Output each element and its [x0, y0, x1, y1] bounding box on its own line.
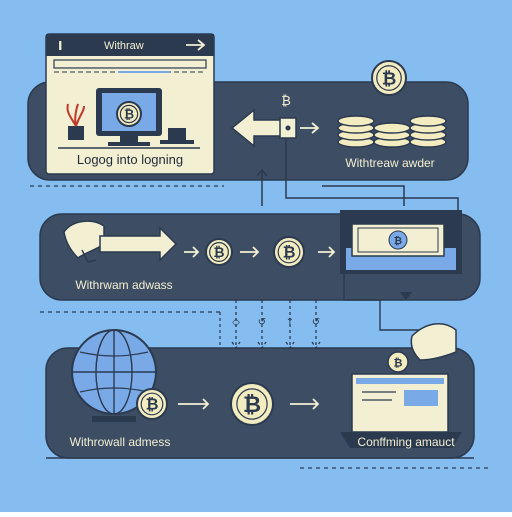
- band3-bitcoin-1-symbol: ₿: [146, 395, 159, 414]
- step-symbol-1: ◇: [232, 317, 240, 328]
- window-title-arrow-icon: [186, 39, 206, 51]
- band3-arrow-1: [178, 398, 210, 410]
- withdraw-amount-label: Withtreaw awder: [345, 156, 434, 170]
- window-close-icon[interactable]: I: [58, 39, 62, 53]
- arrow-tail-dot: [285, 125, 291, 131]
- band2-arrow-1: [184, 246, 200, 258]
- globe-stand: [92, 416, 136, 422]
- band3-bitcoin-1: ₿: [136, 388, 168, 420]
- coin-stack-2-layer: [373, 122, 411, 134]
- monitor-stand: [120, 136, 138, 142]
- window-titlebar: [46, 34, 214, 56]
- band3-bitcoin-2-symbol: ₿: [243, 392, 261, 418]
- connector-band1-down: [285, 138, 459, 212]
- coin-stack-3-layer: [409, 115, 447, 127]
- dropping-coin-symbol: ₿: [394, 357, 403, 370]
- desk-device-icon: [168, 128, 186, 140]
- envelope-base-icon: [340, 432, 462, 448]
- login-label: Logog into logning: [77, 152, 183, 167]
- band2-bitcoin-2-inner: [277, 240, 301, 264]
- document-header: [356, 378, 444, 384]
- coin-stack-1-layer: [337, 115, 375, 127]
- band2-coins: ₿₿: [205, 236, 305, 268]
- band3-bitcoin-2: ₿: [230, 382, 274, 426]
- plant-leaves-icon: [66, 103, 85, 127]
- forward-arrow-icon: [300, 122, 320, 134]
- desk-keyboard-icon: [160, 140, 194, 144]
- confirm-amount-label: Conffming amauct: [357, 435, 455, 449]
- document-box: [404, 390, 438, 406]
- band3-bitcoin-1-inner: [140, 392, 164, 416]
- window-title-text: Withraw: [104, 40, 144, 52]
- pointing-finger-icon: [81, 249, 97, 263]
- top-bitcoin-icon: ₿: [371, 60, 407, 96]
- bitcoin-small-icon: ₿: [281, 94, 291, 109]
- top-bitcoin-icon-inner: [376, 65, 402, 91]
- band2-bitcoin-2-symbol: ₿: [283, 243, 296, 262]
- banknote-inner: [357, 227, 439, 253]
- banknote-bitcoin-icon: ₿: [394, 235, 402, 247]
- banknote-coin: [388, 230, 408, 250]
- big-arrow-icon: [99, 226, 178, 262]
- band2-bitcoin-1-inner: [209, 242, 229, 262]
- band2-arrow-2: [240, 246, 260, 258]
- top-bitcoin-icon-symbol: ₿: [382, 68, 397, 89]
- monitor-base: [108, 142, 150, 146]
- step-symbol-4: ↺: [312, 317, 320, 328]
- connector-mid-right: [343, 266, 420, 331]
- plant-pot-icon: [68, 126, 84, 140]
- pointing-hand-icon: [63, 220, 105, 259]
- hand-coin-icon: [410, 323, 457, 361]
- withdraw-address-label: Withrwam adwass: [75, 278, 172, 292]
- connector-up-arrow: [256, 168, 268, 206]
- band2-arrow-3: [318, 246, 336, 258]
- step-symbol-3: ↑: [286, 317, 294, 328]
- withdrawal-address-label: Withrowall admess: [70, 435, 171, 449]
- monitor-bitcoin-icon-inner: [119, 104, 139, 124]
- connector-right: [322, 185, 405, 206]
- step-symbol-2: ↺: [258, 317, 266, 328]
- band3-coins: ₿₿: [136, 382, 274, 426]
- globe-latitude-lower: [79, 387, 149, 393]
- band3-arrow-2: [290, 398, 320, 410]
- coin-stacks-icon: ₿: [337, 60, 447, 148]
- tray-down-arrow-icon: [400, 292, 412, 300]
- monitor-bitcoin-icon-symbol: ₿: [124, 107, 134, 122]
- band3-bitcoin-2-inner: [236, 388, 268, 420]
- dropping-coin-icon: [387, 351, 409, 373]
- globe-latitude-upper: [79, 351, 149, 357]
- band2-bitcoin-2: ₿: [273, 236, 305, 268]
- window-address-bar: [53, 59, 207, 69]
- band2-bitcoin-1-symbol: ₿: [213, 245, 224, 261]
- monitor-bitcoin-icon: ₿: [116, 101, 142, 127]
- band2-bitcoin-1: ₿: [205, 238, 233, 266]
